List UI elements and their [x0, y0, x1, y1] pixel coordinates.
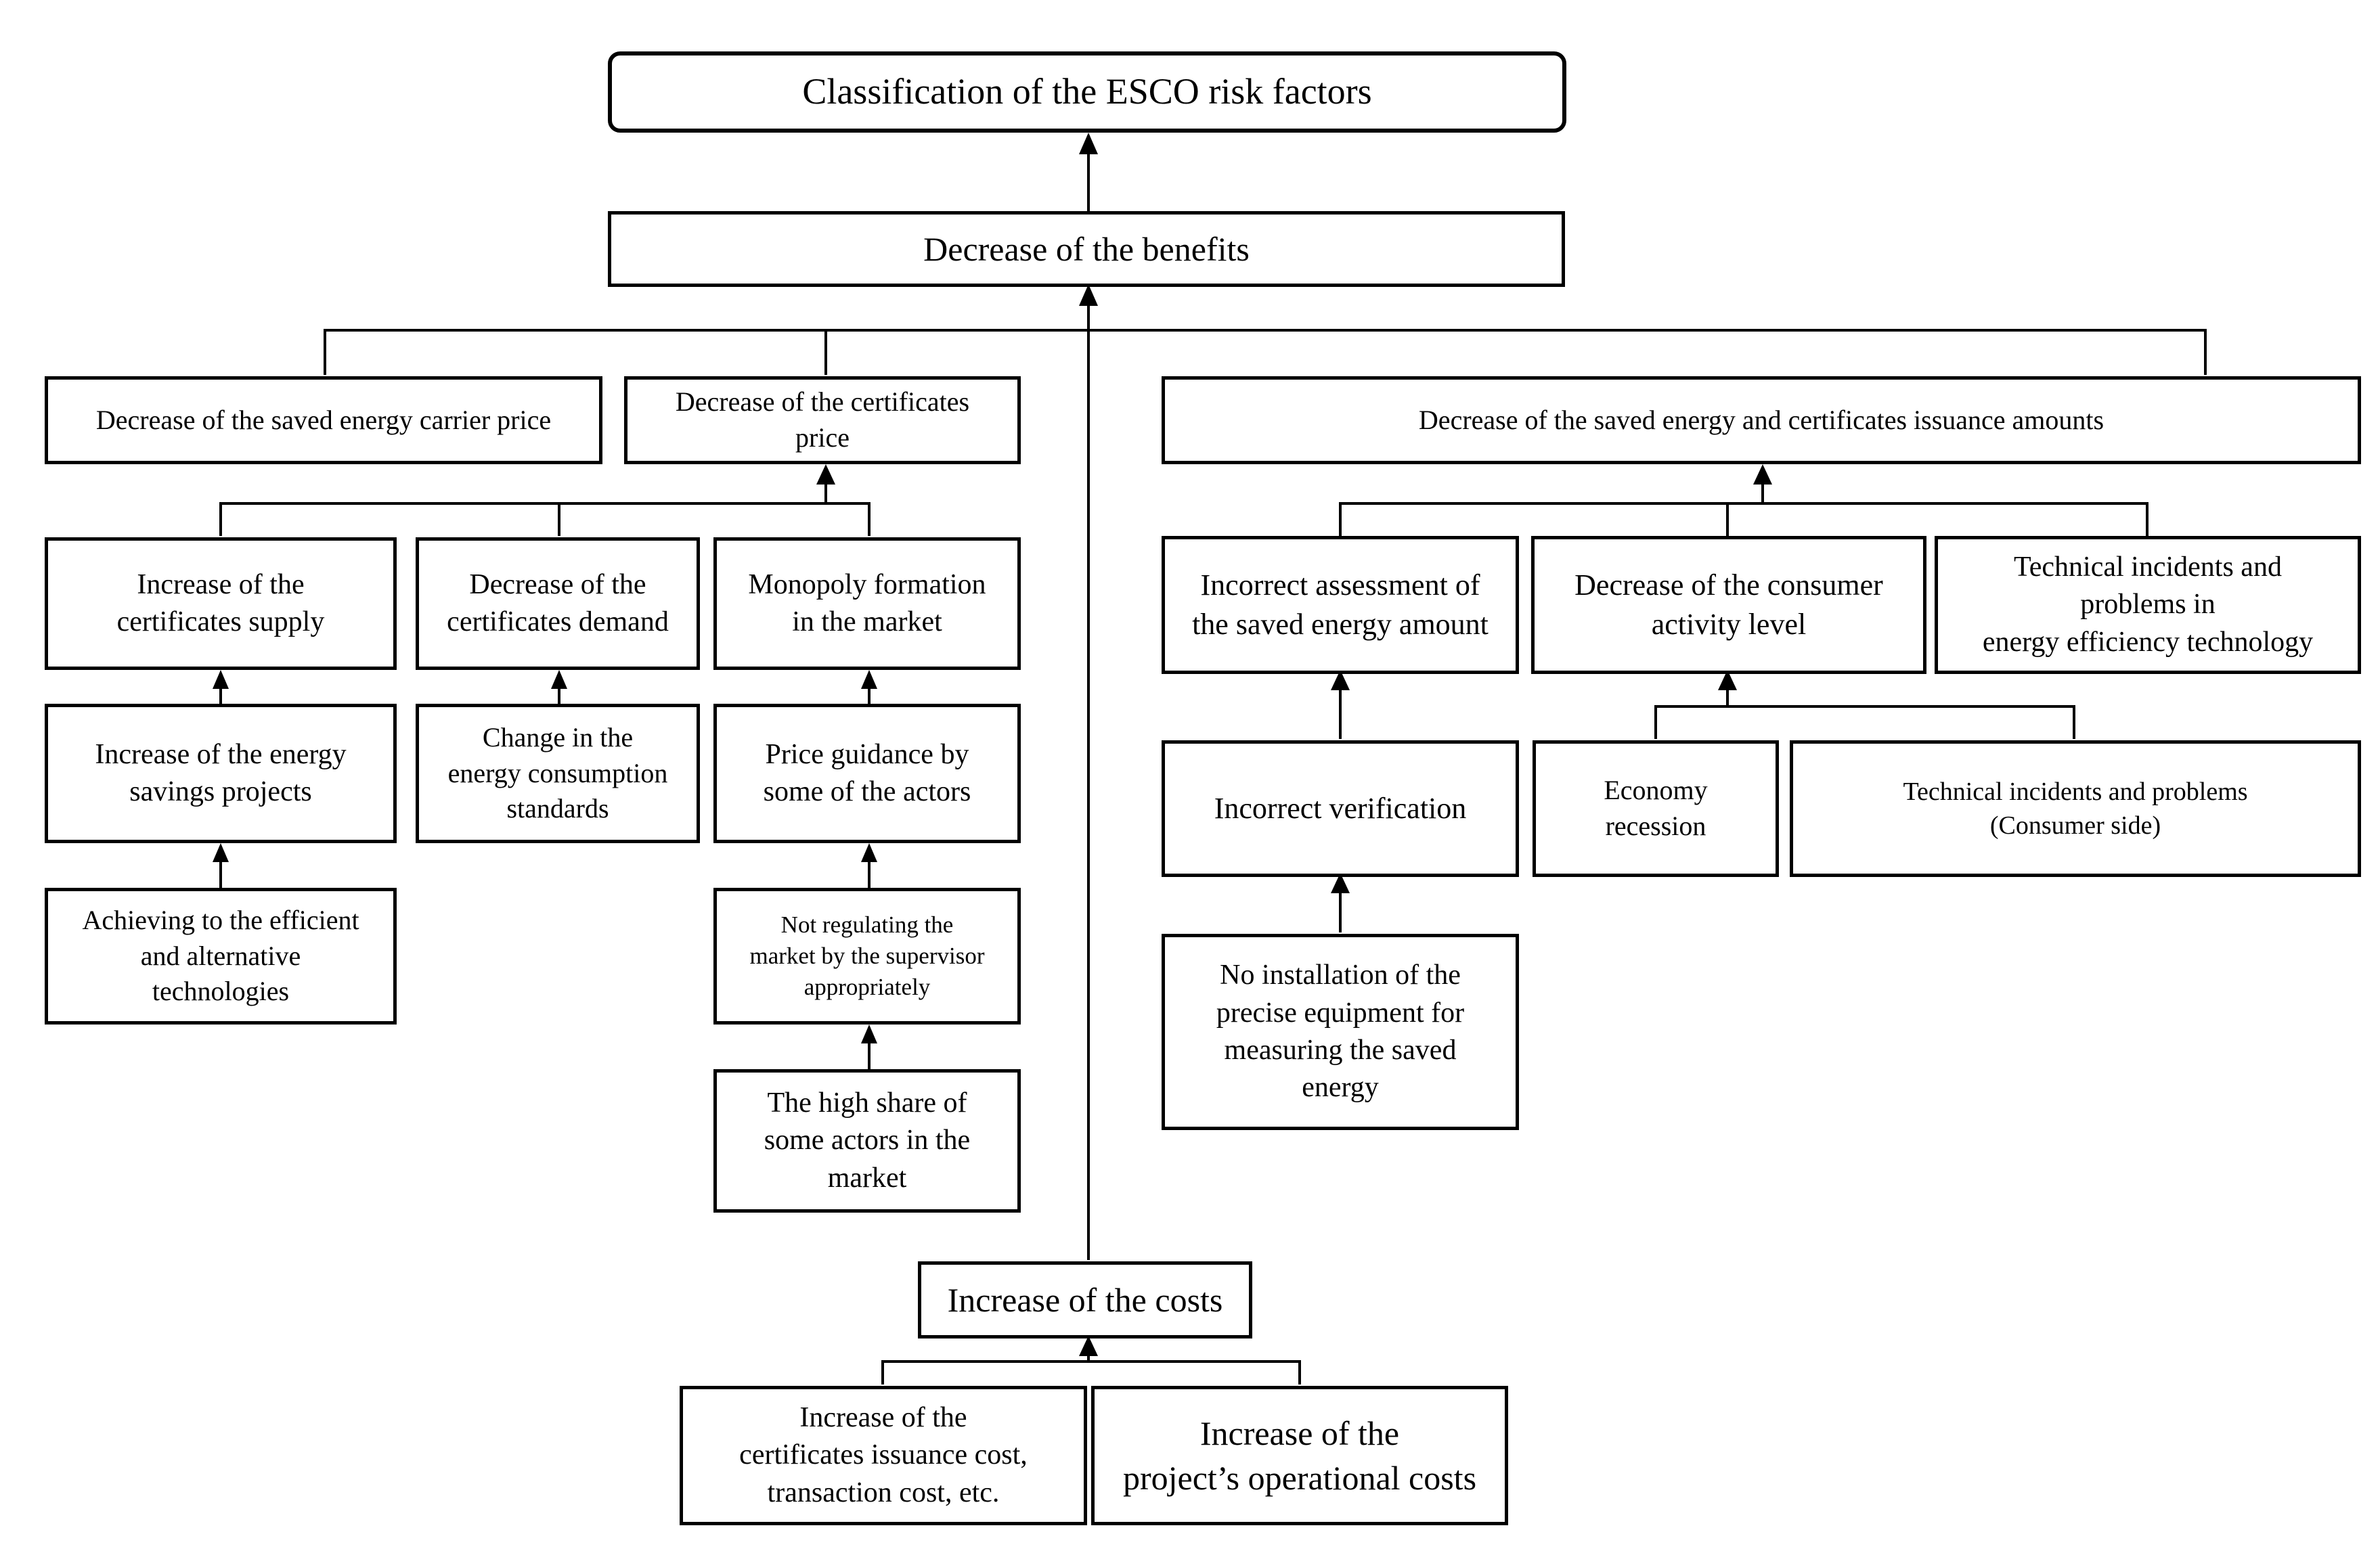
connector-cert-price-bus	[219, 502, 871, 536]
node-technical-efficiency-label: Technical incidents and problems in ener…	[1982, 551, 2314, 658]
node-energy-savings-projects-label: Increase of the energy savings projects	[95, 738, 347, 807]
node-issuance-cost-label: Increase of the certificates issuance co…	[739, 1401, 1028, 1508]
node-consumption-standards-label: Change in the energy consumption standar…	[447, 721, 668, 824]
node-issuance-amounts: Decrease of the saved energy and certifi…	[1162, 376, 2361, 464]
diagram-title-text: Classification of the ESCO risk factors	[802, 71, 1372, 112]
node-efficient-technologies: Achieving to the efficient and alternati…	[45, 888, 397, 1025]
node-incorrect-verification: Incorrect verification	[1162, 740, 1519, 877]
node-no-installation: No installation of the precise equipment…	[1162, 934, 1519, 1130]
node-operational-costs: Increase of the project’s operational co…	[1091, 1386, 1508, 1525]
node-technical-efficiency: Technical incidents and problems in ener…	[1935, 536, 2361, 674]
node-certificates-demand: Decrease of the certificates demand	[416, 537, 700, 670]
node-technical-consumer-label: Technical incidents and problems (Consum…	[1903, 777, 2248, 840]
node-carrier-price-label: Decrease of the saved energy carrier pri…	[95, 404, 552, 435]
node-certificates-price-label: Decrease of the certificates price	[675, 386, 970, 453]
node-issuance-cost: Increase of the certificates issuance co…	[680, 1386, 1087, 1525]
node-increase-costs-label: Increase of the costs	[947, 1281, 1223, 1319]
node-increase-costs: Increase of the costs	[918, 1261, 1252, 1338]
node-high-share-label: The high share of some actors in the mar…	[764, 1087, 971, 1194]
node-energy-savings-projects: Increase of the energy savings projects	[45, 704, 397, 843]
node-economy-recession-label: Economy recession	[1604, 775, 1708, 841]
node-consumer-activity-label: Decrease of the consumer activity level	[1574, 568, 1883, 641]
connector-benefits-bus	[324, 329, 2207, 375]
node-certificates-supply: Increase of the certificates supply	[45, 537, 397, 670]
node-not-regulating: Not regulating the market by the supervi…	[713, 888, 1021, 1025]
node-efficient-technologies-label: Achieving to the efficient and alternati…	[82, 904, 359, 1007]
node-incorrect-assessment-label: Incorrect assessment of the saved energy…	[1192, 568, 1489, 641]
node-decrease-benefits-label: Decrease of the benefits	[923, 230, 1250, 268]
node-carrier-price: Decrease of the saved energy carrier pri…	[45, 376, 602, 464]
node-no-installation-label: No installation of the precise equipment…	[1216, 960, 1465, 1104]
node-incorrect-verification-label: Incorrect verification	[1214, 791, 1467, 825]
node-certificates-price: Decrease of the certificates price	[624, 376, 1021, 464]
node-monopoly-formation: Monopoly formation in the market	[713, 537, 1021, 670]
node-incorrect-assessment: Incorrect assessment of the saved energy…	[1162, 536, 1519, 674]
node-technical-consumer: Technical incidents and problems (Consum…	[1790, 740, 2361, 877]
node-economy-recession: Economy recession	[1533, 740, 1779, 877]
node-not-regulating-label: Not regulating the market by the supervi…	[749, 911, 985, 1001]
node-operational-costs-label: Increase of the project’s operational co…	[1122, 1414, 1477, 1497]
node-decrease-benefits: Decrease of the benefits	[608, 211, 1565, 287]
node-issuance-amounts-label: Decrease of the saved energy and certifi…	[1418, 404, 2104, 435]
node-monopoly-formation-label: Monopoly formation in the market	[748, 568, 986, 637]
node-consumer-activity: Decrease of the consumer activity level	[1531, 536, 1926, 674]
connector-issuance-bus	[1339, 502, 2148, 536]
diagram-title: Classification of the ESCO risk factors	[608, 51, 1566, 133]
node-price-guidance-label: Price guidance by some of the actors	[763, 738, 971, 807]
node-consumption-standards: Change in the energy consumption standar…	[416, 704, 700, 843]
node-certificates-supply-label: Increase of the certificates supply	[116, 568, 325, 637]
node-certificates-demand-label: Decrease of the certificates demand	[447, 568, 669, 637]
node-high-share: The high share of some actors in the mar…	[713, 1069, 1021, 1213]
node-price-guidance: Price guidance by some of the actors	[713, 704, 1021, 843]
